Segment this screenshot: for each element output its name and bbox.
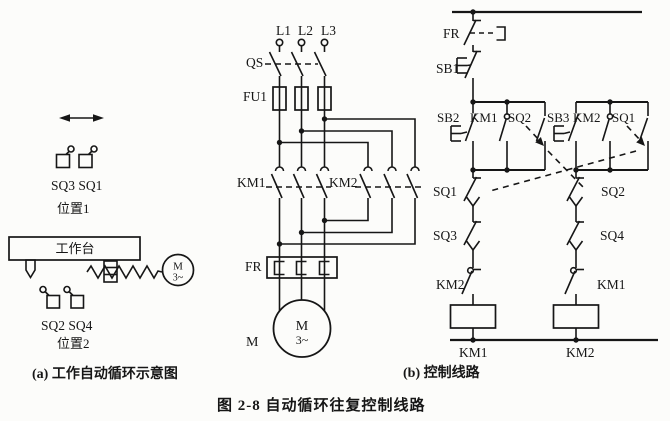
km2-coil <box>552 304 600 329</box>
start-group-1 <box>450 99 546 173</box>
panel-power: L1 L2 L3 QS FU1 <box>237 23 421 358</box>
sq1-no-contact <box>638 117 649 142</box>
qs-label: QS <box>246 55 263 70</box>
sb2-button-symbol <box>450 113 477 142</box>
sq3-nc-contact <box>463 220 481 252</box>
thermal-relay-fr <box>266 256 338 279</box>
figure-title: 图 2-8 自动循环往复控制线路 <box>217 396 426 414</box>
sq4-nc-contact <box>566 220 584 252</box>
sq-bottom-label: SQ2 SQ4 <box>41 318 93 333</box>
km1-main-label: KM1 <box>237 175 266 190</box>
motor-a-letter: M <box>173 261 183 273</box>
limit-switch-sq4-symbol <box>63 285 85 309</box>
worktable <box>8 236 141 261</box>
terminal-l3 <box>320 38 329 47</box>
sb1-label: SB1 <box>436 61 459 76</box>
panel-a: SQ3 SQ1 位置1 工作台 M 3~ <box>8 114 195 382</box>
position1-label: 位置1 <box>57 201 90 216</box>
phase-label-l3: L3 <box>321 23 336 38</box>
panel-b: FR SB1 <box>403 9 658 381</box>
branch-2 <box>552 170 600 340</box>
sq1-nc-label: SQ1 <box>433 184 457 199</box>
sq2-no-label: SQ2 <box>508 110 531 125</box>
km2-aux-contact <box>601 113 614 142</box>
double-arrow-icon <box>59 114 104 122</box>
sq2-nc-contact <box>566 176 584 208</box>
km2-return-wires <box>276 198 416 247</box>
position2-label: 位置2 <box>57 336 90 351</box>
sq3-nc-label: SQ3 <box>433 228 457 243</box>
screw-nut <box>103 260 118 283</box>
sb3-label: SB3 <box>547 110 569 125</box>
qs-switch <box>265 51 327 77</box>
dog-pointer <box>25 259 36 280</box>
branch-1 <box>449 170 497 340</box>
start-group-2 <box>553 99 649 173</box>
km2-main-label: KM2 <box>329 175 358 190</box>
sb1-stop-button <box>456 50 481 79</box>
km1-aux-label: KM1 <box>470 110 497 125</box>
sq2-no-contact <box>535 117 546 142</box>
motor-power-letter: M <box>296 319 309 334</box>
km1-aux-contact <box>498 113 511 142</box>
limit-switch-sq3-symbol <box>55 145 75 169</box>
km1-interlock-label: KM1 <box>597 277 626 292</box>
terminal-l2 <box>297 38 306 47</box>
km2-feed-wires <box>276 116 416 167</box>
sq2-nc-label: SQ2 <box>601 184 625 199</box>
km2-interlock-label: KM2 <box>436 277 465 292</box>
worktable-label: 工作台 <box>55 241 94 256</box>
sb2-label: SB2 <box>437 110 459 125</box>
fr-power-label: FR <box>245 259 262 274</box>
sb3-button-symbol <box>553 113 580 142</box>
lead-screw <box>86 260 163 283</box>
panel-a-caption: (a) 工作自动循环示意图 <box>32 365 178 382</box>
phase-label-l1: L1 <box>276 23 291 38</box>
sq4-nc-label: SQ4 <box>600 228 624 243</box>
km1-main-contacts <box>266 166 331 199</box>
km1-interlock-contact <box>564 266 584 295</box>
fu1-label: FU1 <box>243 89 267 104</box>
sq1-no-label: SQ1 <box>612 110 635 125</box>
sq1-nc-contact <box>463 176 481 208</box>
km1-coil-label: KM1 <box>459 345 488 360</box>
motor-power-phase: 3~ <box>296 333 309 347</box>
phase-label-l2: L2 <box>298 23 313 38</box>
terminal-l1 <box>275 38 284 47</box>
fuse-fu1 <box>272 86 332 111</box>
fr-nc-contact <box>463 12 506 46</box>
km2-coil-label: KM2 <box>566 345 595 360</box>
limit-switch-sq1-symbol <box>78 145 98 169</box>
motor-a-phase: 3~ <box>173 273 184 284</box>
km2-interlock-contact <box>461 266 481 295</box>
motor-a-symbol <box>161 253 195 287</box>
limit-switch-sq2-symbol <box>39 285 61 309</box>
mechanical-links <box>489 125 645 192</box>
km2-aux-label: KM2 <box>573 110 600 125</box>
panel-b-caption: (b) 控制线路 <box>403 364 481 381</box>
km1-coil <box>449 304 497 329</box>
km2-main-contacts <box>355 166 421 199</box>
motor-power-symbol <box>272 299 332 358</box>
sq-top-label: SQ3 SQ1 <box>51 178 102 193</box>
motor-ref-label: M <box>246 335 259 350</box>
fr-control-label: FR <box>443 26 460 41</box>
